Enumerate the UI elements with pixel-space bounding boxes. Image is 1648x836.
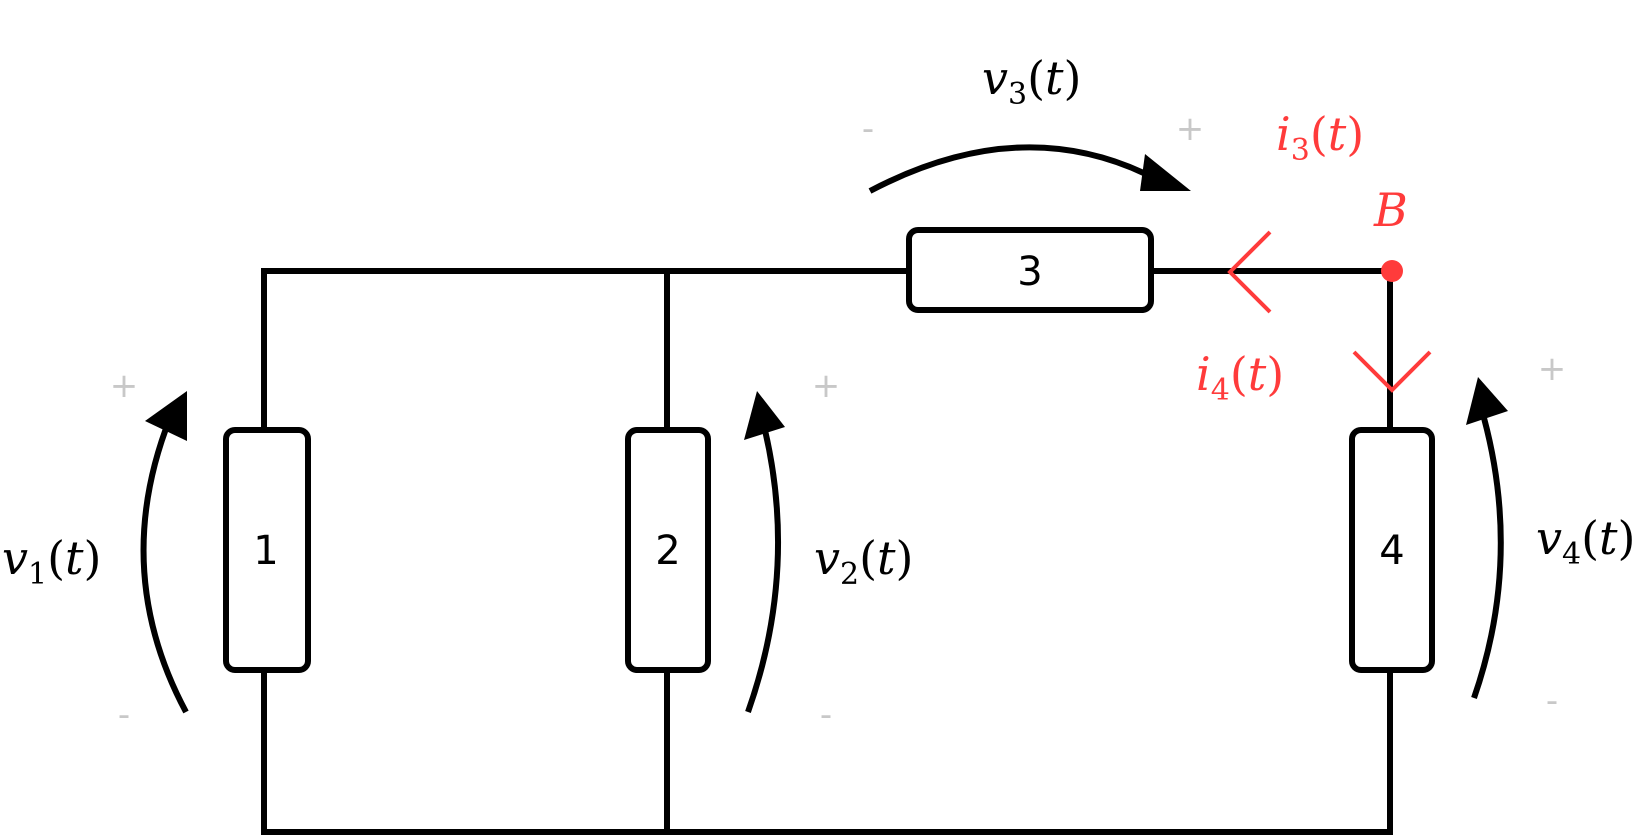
v4-plus-sign: + xyxy=(1538,349,1567,389)
current-i3-label: i3(t) xyxy=(1276,107,1364,168)
component-3-label: 3 xyxy=(1017,249,1042,295)
component-4-box xyxy=(1349,427,1435,673)
voltage-v2-arc-icon xyxy=(745,417,781,713)
v2-plus-sign: + xyxy=(812,366,841,406)
current-i4-arrow-icon xyxy=(1352,350,1432,393)
v1-minus-sign: - xyxy=(118,695,130,735)
component-3-box xyxy=(906,227,1154,313)
voltage-v3-arrowhead-icon xyxy=(1140,154,1191,191)
v2-minus-sign: - xyxy=(820,695,832,735)
component-1-box xyxy=(223,427,311,673)
v3-minus-sign: - xyxy=(862,109,874,149)
component-2: 2 xyxy=(625,427,711,673)
node-b-label: B xyxy=(1373,183,1408,237)
component-1-label: 1 xyxy=(253,528,278,574)
voltage-v4-label: v4(t) xyxy=(1536,511,1636,572)
component-2-box xyxy=(625,427,711,673)
node-b: B xyxy=(1373,183,1408,282)
component-3: 3 xyxy=(906,227,1154,313)
voltage-arrows xyxy=(140,144,1508,714)
voltage-v1-arrowhead-icon xyxy=(145,391,187,441)
voltage-v4-arrowhead-icon xyxy=(1466,377,1508,425)
v3-plus-sign: + xyxy=(1176,109,1205,149)
v1-plus-sign: + xyxy=(110,366,139,406)
current-arrows xyxy=(1227,230,1432,393)
voltage-v3-arc-icon xyxy=(868,144,1152,194)
current-i3-arrow-icon xyxy=(1227,230,1272,314)
left-wire-top xyxy=(261,268,909,431)
node-b-dot xyxy=(1381,260,1403,282)
component-4: 4 xyxy=(1349,427,1435,673)
voltage-v2-arrowhead-icon xyxy=(744,391,785,440)
voltage-v4-arc-icon xyxy=(1471,417,1504,699)
left-wire-bottom xyxy=(261,667,1393,835)
voltage-v1-label: v1(t) xyxy=(2,531,102,592)
polarity-signs: + - + - - + + - xyxy=(110,109,1567,735)
component-1: 1 xyxy=(223,427,311,673)
current-i4-label: i4(t) xyxy=(1196,347,1284,408)
voltage-v2-label: v2(t) xyxy=(814,531,914,592)
voltage-v3-label: v3(t) xyxy=(982,51,1082,112)
component-4-label: 4 xyxy=(1379,528,1404,574)
voltage-v1-arc-icon xyxy=(140,416,189,714)
component-2-label: 2 xyxy=(655,528,680,574)
v4-minus-sign: - xyxy=(1546,681,1558,721)
